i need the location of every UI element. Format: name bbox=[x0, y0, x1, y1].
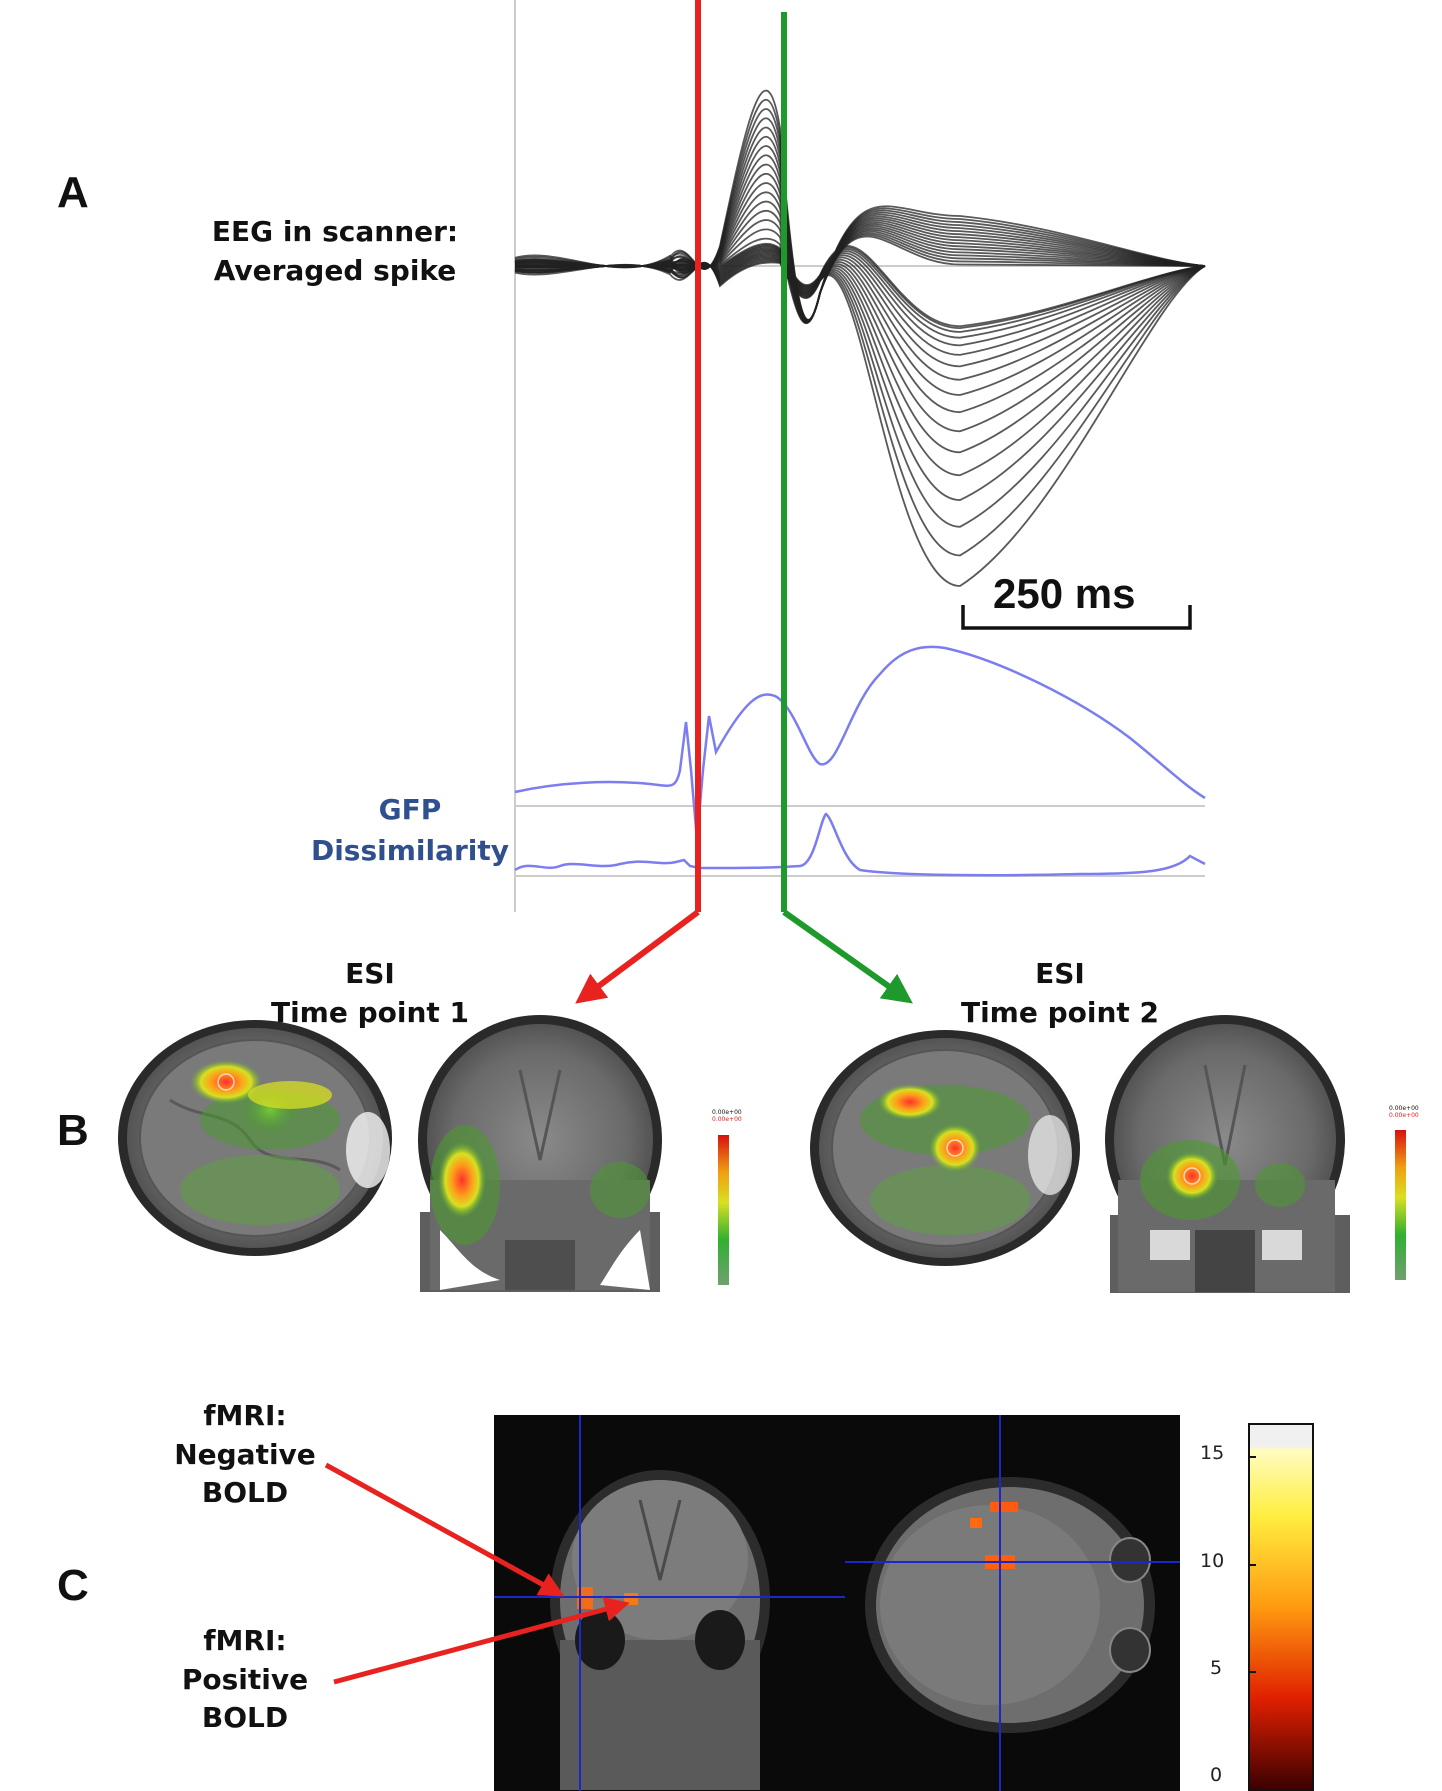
esi-colorbar-time-point-1: 0.00e+00 0.00e+00 bbox=[712, 1109, 742, 1285]
positive-line-3: BOLD bbox=[201, 1701, 289, 1735]
esi-left-line-1: ESI bbox=[345, 957, 395, 990]
esi-right-line-2: Time point 2 bbox=[960, 995, 1160, 1029]
eeg-trace bbox=[514, 259, 1206, 528]
esi-colorbar-min-label: 0.00e+00 bbox=[712, 1116, 742, 1123]
esi-axial-slice-time-point-1 bbox=[118, 1020, 392, 1256]
fmri-negative-bold-label: fMRI: Negative BOLD bbox=[140, 1397, 350, 1513]
panel-label-c: C bbox=[57, 1561, 89, 1610]
fmri-colorbar-tick-15: 15 bbox=[1200, 1442, 1225, 1464]
fmri-colorbar-tick-10: 10 bbox=[1200, 1550, 1225, 1572]
panel-b: 0.00e+00 0.00e+00 bbox=[118, 1015, 1419, 1293]
arrow-negative-bold bbox=[324, 1462, 565, 1597]
esi-colorbar-max-label: 0.00e+00 bbox=[712, 1109, 742, 1116]
negative-line-1: fMRI: bbox=[203, 1399, 287, 1432]
esi-colorbar-2-min-label: 0.00e+00 bbox=[1389, 1112, 1419, 1119]
arrow-positive-bold bbox=[333, 1597, 630, 1685]
esi-axial-slice-time-point-2 bbox=[810, 1030, 1080, 1266]
eeg-label: EEG in scanner: Averaged spike bbox=[190, 213, 480, 290]
esi-right-line-1: ESI bbox=[1035, 957, 1085, 990]
gfp-label: GFP bbox=[378, 793, 442, 826]
fmri-colorbar-tick-5: 5 bbox=[1210, 1657, 1223, 1679]
fmri-positive-bold-label: fMRI: Positive BOLD bbox=[140, 1622, 350, 1738]
eeg-label-line-1: EEG in scanner: bbox=[211, 215, 459, 248]
fmri-axial-slice bbox=[845, 1415, 1180, 1791]
esi-coronal-slice-time-point-1 bbox=[418, 1015, 662, 1292]
scale-bar-label: 250 ms bbox=[993, 570, 1136, 617]
arrow-to-time-point-1 bbox=[575, 909, 700, 1004]
fmri-colorbar-tick-0: 0 bbox=[1210, 1764, 1223, 1786]
esi-time-point-2-label: ESI Time point 2 bbox=[930, 955, 1190, 1032]
scale-bar bbox=[961, 605, 1192, 630]
positive-line-1: fMRI: bbox=[203, 1624, 287, 1657]
esi-colorbar-2-max-label: 0.00e+00 bbox=[1389, 1105, 1419, 1112]
esi-left-line-2: Time point 1 bbox=[270, 995, 470, 1029]
gfp-trace bbox=[514, 645, 1206, 841]
panel-label-b: B bbox=[57, 1106, 89, 1155]
negative-line-2: Negative bbox=[174, 1437, 316, 1471]
panel-a bbox=[514, 0, 1206, 1004]
dissimilarity-label: Dissimilarity bbox=[310, 833, 510, 867]
esi-time-point-1-label: ESI Time point 1 bbox=[240, 955, 500, 1032]
esi-coronal-slice-time-point-2 bbox=[1105, 1015, 1350, 1293]
eeg-label-line-2: Averaged spike bbox=[213, 253, 457, 287]
eeg-butterfly-traces bbox=[514, 89, 1206, 587]
dissimilarity-trace bbox=[514, 812, 1206, 877]
eeg-trace bbox=[514, 254, 1206, 557]
positive-line-2: Positive bbox=[181, 1662, 309, 1696]
panel-label-a: A bbox=[57, 168, 89, 217]
negative-line-3: BOLD bbox=[201, 1476, 289, 1510]
esi-colorbar-time-point-2: 0.00e+00 0.00e+00 bbox=[1389, 1105, 1419, 1280]
panel-c bbox=[324, 1415, 1314, 1791]
eeg-trace bbox=[514, 98, 1206, 321]
gfp-dissimilarity-label: GFP Dissimilarity bbox=[300, 790, 520, 871]
fmri-colorbar bbox=[1248, 1423, 1314, 1791]
arrow-to-time-point-2 bbox=[782, 909, 913, 1004]
